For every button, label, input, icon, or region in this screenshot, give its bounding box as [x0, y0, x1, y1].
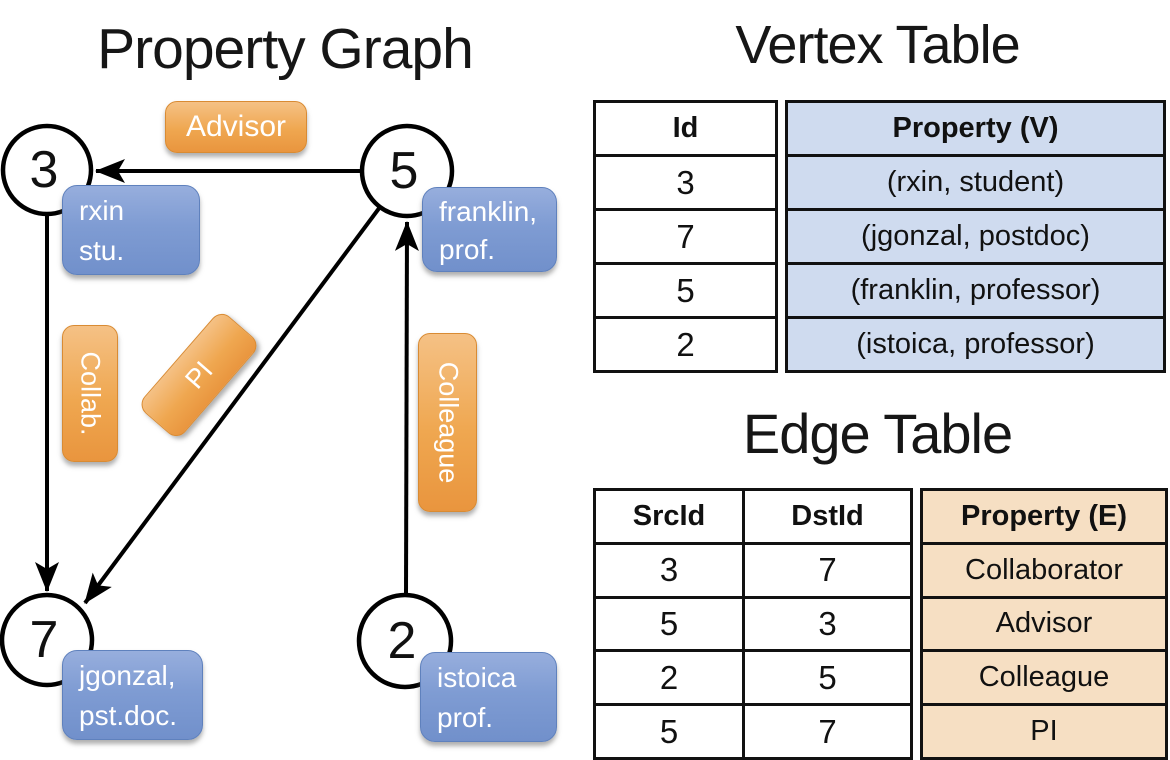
edge-table-property-column: Property (E) Collaborator Advisor Collea…	[920, 488, 1168, 760]
node-label-3-line2: stu.	[79, 235, 125, 266]
edge-table-cell-property: PI	[923, 703, 1165, 757]
node-label-2-line1: istoica	[437, 662, 517, 693]
edge-label-advisor: Advisor	[165, 101, 307, 153]
vertex-id-2: 2	[388, 612, 417, 670]
edge-table-cell-srcid: 2	[659, 658, 679, 696]
edge-table-cell-dstid: 5	[742, 652, 910, 704]
edge-table-header-property: Property (E)	[961, 499, 1127, 532]
vertex-id-7: 7	[30, 611, 59, 669]
vertex-table-cell-property: (jgonzal, postdoc)	[788, 208, 1163, 262]
vertex-table-header-property: Property (V)	[892, 112, 1059, 144]
node-label-5-line2: prof.	[439, 234, 496, 265]
node-label-7: jgonzal, pst.doc.	[62, 650, 203, 740]
edge-table-header-dstid: DstId	[742, 491, 910, 542]
edge-label-colleague: Colleague	[418, 333, 477, 512]
edge-table-cell-property: Colleague	[923, 649, 1165, 703]
edge-table-cell-dstid: 7	[742, 544, 910, 596]
edge-label-collab: Collab.	[62, 325, 118, 462]
vertex-table-cell-id: 3	[596, 154, 775, 208]
edge-label-collab-text: Collab.	[75, 351, 106, 436]
edge-label-colleague-text: Colleague	[433, 361, 463, 484]
vertex-table-cell-property: (istoica, professor)	[788, 316, 1163, 370]
edge-table-header-srcid: SrcId	[632, 499, 706, 532]
edge-2-to-5	[394, 221, 419, 596]
edge-table-cell-dstid: 7	[742, 706, 910, 757]
vertex-id-5: 5	[390, 142, 419, 200]
node-label-7-line2: pst.doc.	[79, 700, 178, 731]
vertex-table-title: Vertex Table	[735, 15, 1020, 75]
edge-table-cell-property: Collaborator	[923, 541, 1165, 596]
vertex-table-cell-property: (rxin, student)	[788, 154, 1163, 208]
node-label-5-line1: franklin,	[439, 196, 538, 227]
edge-table-cell-property: Advisor	[923, 595, 1165, 650]
node-label-3: rxin stu.	[62, 185, 200, 275]
vertex-table-property-column: Property (V) (rxin, student) (jgonzal, p…	[785, 100, 1166, 373]
vertex-id-3: 3	[30, 141, 59, 199]
edge-table-id-columns: SrcId DstId 3 7 5 3 2 5 5 7	[593, 488, 913, 760]
node-label-2-line2: prof.	[437, 702, 494, 733]
edge-table-cell-srcid: 5	[659, 712, 679, 750]
edge-5-to-7	[83, 205, 382, 605]
vertex-table-id-column: Id 3 7 5 2	[593, 100, 778, 373]
edge-table-title: Edge Table	[742, 402, 1013, 465]
node-label-7-line1: jgonzal,	[79, 660, 176, 691]
node-label-3-line1: rxin	[79, 195, 125, 226]
node-label-2: istoica prof.	[420, 652, 557, 742]
vertex-table-header-id: Id	[672, 112, 699, 144]
edge-table-cell-srcid: 5	[659, 604, 679, 642]
vertex-table-cell-property: (franklin, professor)	[788, 262, 1163, 316]
node-label-5: franklin, prof.	[422, 187, 557, 272]
property-graph-title: Property Graph	[97, 17, 474, 81]
edge-table-cell-dstid: 3	[742, 598, 910, 650]
vertex-table-cell-id: 5	[596, 262, 775, 316]
edge-table-cell-srcid: 3	[659, 551, 679, 589]
vertex-table-cell-id: 7	[596, 208, 775, 262]
vertex-table-cell-id: 2	[596, 316, 775, 370]
